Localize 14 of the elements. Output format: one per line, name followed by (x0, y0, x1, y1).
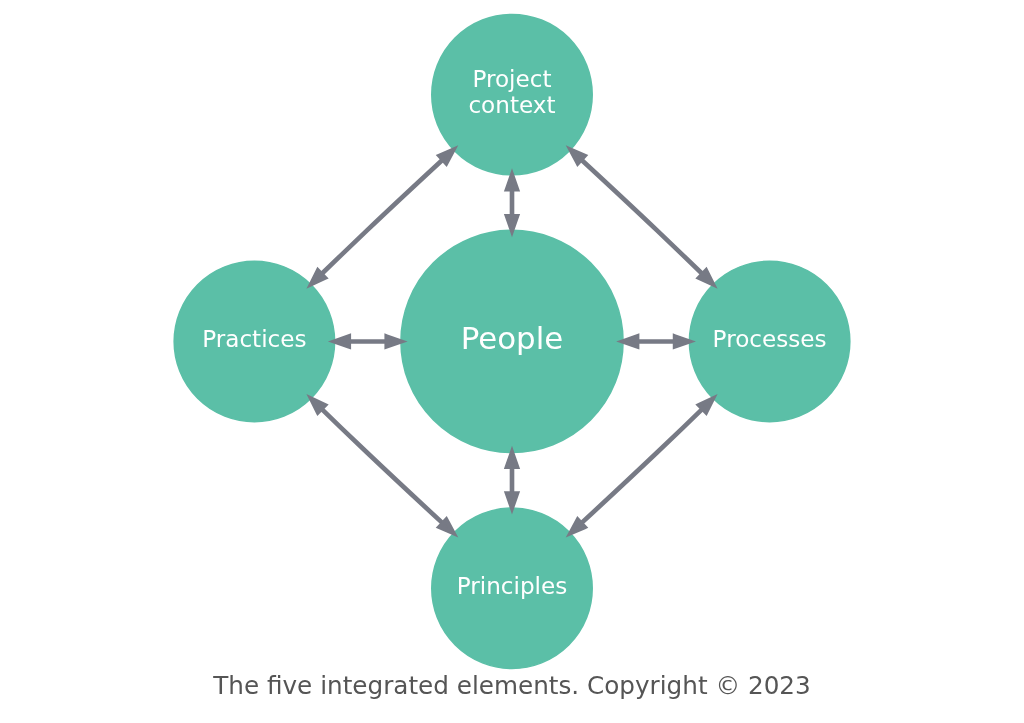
arrow (565, 145, 718, 289)
node-circle: Practices (173, 260, 336, 423)
node-circle: Processes (688, 260, 851, 423)
arrow (327, 333, 408, 350)
arrow (503, 445, 521, 515)
node-circle: Principles (431, 507, 593, 670)
caption: The five integrated elements. Copyright © 2023 (213, 671, 811, 701)
arrow (503, 168, 521, 238)
arrow (306, 394, 459, 538)
node-circle: Project context (431, 13, 593, 176)
arrow (616, 333, 696, 350)
arrow (306, 145, 459, 289)
arrow (565, 394, 718, 538)
node-circle: People (400, 229, 624, 454)
